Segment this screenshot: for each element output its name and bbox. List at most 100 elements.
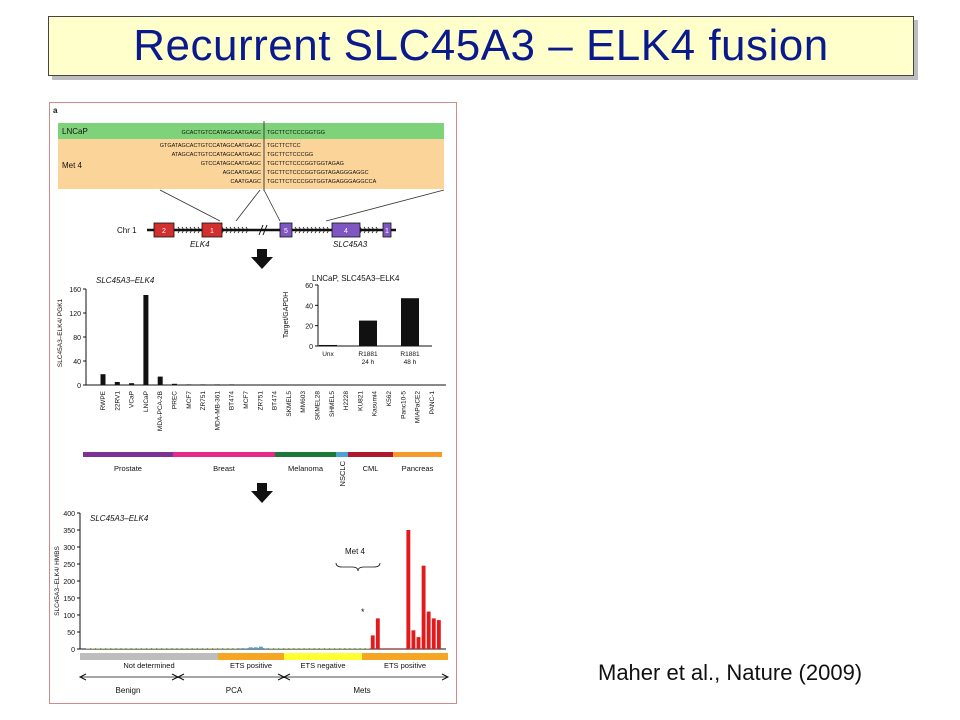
bar: [126, 648, 131, 649]
bar: [355, 648, 360, 649]
category-label: MCF7: [243, 391, 250, 409]
bar: [319, 648, 324, 649]
exon-number: 4: [344, 228, 348, 235]
bar: [157, 648, 162, 649]
category-label: PANC-1: [429, 391, 436, 415]
bar: [279, 648, 284, 649]
y-tick-label: 150: [63, 596, 75, 603]
bar: [274, 648, 279, 649]
category-label: MDA-PCA-2B: [157, 391, 164, 431]
lncap-label: LNCaP: [62, 127, 88, 136]
bar: [213, 648, 218, 649]
inset-y-tick-label: 0: [309, 344, 313, 351]
group-color-bar: [393, 452, 442, 457]
bar: [325, 648, 329, 649]
sequence-right: TGCTTCTCCCGG: [267, 152, 313, 158]
exon-number: 1: [385, 228, 389, 235]
category-label: PREC: [172, 391, 179, 409]
bar: [141, 648, 146, 649]
category-label: MCF7: [186, 391, 193, 409]
bar: [147, 648, 151, 649]
slc45a3-label: SLC45A3: [333, 240, 368, 249]
y-tick-label: 120: [69, 311, 81, 318]
class-color-bar: [80, 653, 218, 660]
exon-number: 2: [162, 228, 166, 235]
bar: [182, 648, 187, 649]
category-label: Kasumi4: [372, 391, 379, 417]
bar: [304, 648, 309, 649]
bar: [86, 648, 90, 649]
met4-bracket: [335, 562, 381, 572]
y-tick-label: 300: [63, 545, 75, 552]
bar: [116, 648, 121, 649]
bar: [162, 648, 167, 649]
bar: [421, 565, 426, 649]
bar: [375, 618, 380, 649]
category-label: H2228: [343, 391, 350, 411]
bar: [200, 384, 206, 385]
group-label: Pancreas: [402, 464, 434, 473]
lncap-sequence-band: [58, 123, 444, 139]
class-label: ETS positive: [230, 661, 272, 670]
bar: [335, 648, 340, 649]
panel-b-title: SLC45A3–ELK4: [96, 276, 155, 285]
bar: [289, 648, 294, 649]
bar: [91, 648, 95, 649]
group-color-bar: [173, 452, 275, 457]
bar: [172, 383, 177, 385]
inset-category-label: R1881: [400, 351, 420, 358]
category-label: ZR751: [200, 391, 207, 411]
exon-number: 1: [210, 228, 214, 235]
bar: [233, 648, 238, 649]
category-label: RWPE: [100, 390, 107, 410]
y-tick-label: 0: [77, 383, 81, 390]
bar: [360, 648, 365, 649]
bar: [401, 648, 406, 649]
bar: [253, 647, 258, 649]
zoom-line: [235, 189, 261, 222]
bar: [238, 648, 243, 649]
bar: [192, 648, 197, 649]
bar: [243, 648, 248, 649]
sequence-left: GTCCATAGCAATGAGC: [201, 161, 261, 167]
bar: [248, 647, 253, 649]
bar: [114, 382, 120, 385]
inset-bar: [319, 344, 337, 346]
inset-y-tick-label: 40: [305, 303, 313, 310]
group-label: NSCLC: [338, 460, 347, 486]
bar: [214, 384, 220, 385]
bar: [101, 648, 106, 649]
tissue-label: PCA: [226, 686, 243, 695]
sequence-right: TGCTTCTCCCGGTGGTAGAG: [267, 161, 344, 167]
group-label: Prostate: [114, 464, 142, 473]
down-arrow: [251, 249, 273, 269]
class-label: ETS positive: [384, 661, 426, 670]
bar: [294, 648, 299, 649]
citation: Maher et al., Nature (2009): [598, 660, 863, 685]
class-label: ETS negative: [300, 661, 345, 670]
category-label: K562: [386, 391, 393, 407]
bar: [391, 648, 396, 649]
bar: [370, 635, 375, 649]
bar: [264, 648, 268, 649]
bar: [129, 383, 135, 385]
category-label: LNCaP: [143, 391, 150, 412]
category-label: BT474: [229, 391, 236, 411]
class-color-bar: [218, 653, 284, 660]
exon-number: 5: [284, 228, 288, 235]
bar: [131, 648, 136, 649]
bar: [431, 618, 436, 649]
chromosome-label: Chr 1: [117, 226, 137, 235]
bar: [229, 384, 235, 385]
y-tick-label: 50: [67, 630, 75, 637]
category-label: SKMEL28: [315, 391, 322, 421]
inset-category-label: 24 h: [362, 359, 375, 366]
bar: [345, 648, 350, 649]
category-label: MM603: [300, 391, 307, 413]
bar: [284, 648, 289, 649]
category-label: VCaP: [129, 391, 136, 408]
bar: [96, 648, 101, 649]
group-color-bar: [348, 452, 393, 457]
slide-title: Recurrent SLC45A3 – ELK4 fusion: [133, 21, 829, 70]
